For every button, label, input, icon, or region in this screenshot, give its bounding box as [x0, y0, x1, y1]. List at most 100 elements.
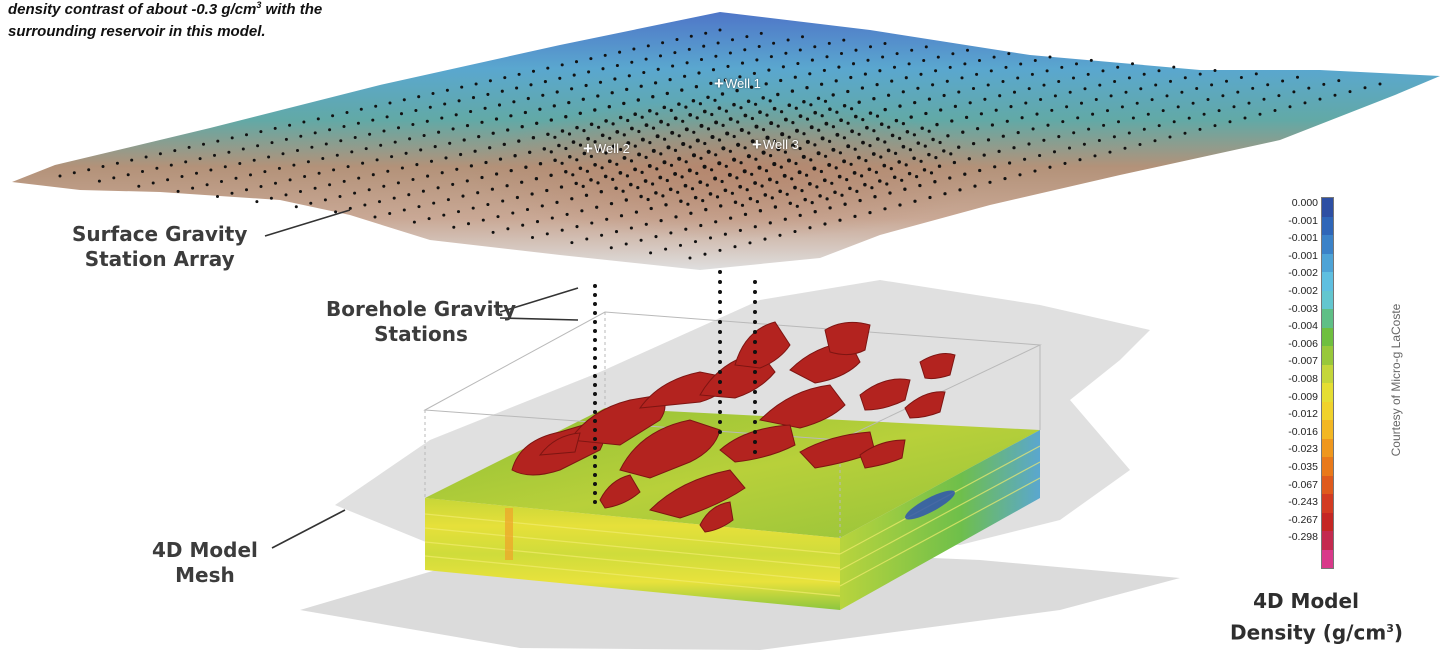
surface-station-dot: [626, 141, 631, 146]
borehole-station-dot: [718, 350, 722, 354]
borehole-station-dot: [593, 437, 597, 441]
surface-station-dot: [1169, 79, 1172, 83]
surface-station-dot: [284, 193, 288, 197]
surface-station-dot: [636, 98, 640, 102]
surface-station-dot: [708, 192, 713, 196]
surface-station-dot: [582, 129, 586, 133]
surface-station-dot: [1142, 127, 1146, 131]
surface-station-dot: [802, 132, 806, 136]
surface-station-dot: [390, 155, 394, 159]
surface-station-dot: [277, 166, 281, 170]
surface-station-dot: [220, 180, 223, 183]
surface-station-dot: [794, 161, 798, 166]
surface-station-dot: [1176, 105, 1180, 109]
surface-station-dot: [97, 179, 101, 183]
surface-station-dot: [767, 68, 771, 72]
surface-station-dot: [1019, 62, 1023, 66]
surface-station-dot: [530, 235, 535, 240]
surface-station-dot: [614, 186, 618, 190]
surface-station-dot: [195, 171, 198, 175]
surface-station-dot: [749, 85, 754, 89]
surface-station-dot: [440, 116, 444, 120]
colorbar-cell: [1322, 216, 1333, 235]
surface-station-dot: [422, 133, 426, 138]
surface-station-dot: [1087, 127, 1091, 131]
surface-station-dot: [666, 123, 670, 127]
density-colorbar: [1321, 197, 1334, 569]
surface-station-dot: [948, 176, 952, 180]
surface-station-dot: [750, 116, 755, 121]
surface-station-dot: [699, 223, 703, 228]
surface-station-dot: [805, 173, 809, 177]
surface-station-dot: [1288, 105, 1292, 109]
surface-station-dot: [658, 175, 663, 180]
surface-station-dot: [809, 158, 813, 162]
surface-station-dot: [689, 211, 693, 215]
borehole-station-dot: [753, 290, 757, 294]
surface-station-dot: [915, 175, 919, 179]
surface-station-dot: [651, 95, 655, 99]
surface-station-dot: [471, 96, 476, 100]
surface-station-dot: [357, 176, 361, 180]
surface-station-dot: [611, 177, 615, 181]
surface-station-dot: [886, 93, 891, 97]
surface-station-dot: [735, 176, 739, 180]
borehole-station-dot: [593, 410, 597, 414]
surface-station-dot: [655, 167, 659, 171]
surface-station-dot: [912, 156, 916, 161]
surface-station-dot: [633, 144, 637, 148]
surface-station-dot: [687, 47, 691, 51]
surface-station-dot: [483, 106, 487, 110]
surface-station-dot: [927, 152, 931, 157]
surface-station-dot: [1053, 94, 1057, 98]
surface-station-dot: [454, 113, 458, 117]
surface-station-dot: [761, 150, 766, 155]
surface-station-dot: [895, 52, 899, 56]
surface-station-dot: [853, 147, 857, 151]
surface-station-dot: [942, 93, 946, 98]
surface-station-dot: [838, 218, 842, 222]
surface-station-dot: [885, 182, 889, 186]
surface-station-dot: [783, 150, 788, 154]
surface-station-dot: [274, 181, 277, 185]
surface-station-dot: [1050, 108, 1054, 112]
surface-station-dot: [553, 158, 557, 163]
surface-station-dot: [782, 173, 787, 178]
surface-station-dot: [1348, 90, 1352, 94]
surface-station-dot: [732, 134, 736, 139]
surface-station-dot: [1378, 82, 1382, 86]
surface-station-dot: [629, 159, 634, 163]
surface-station-dot: [691, 153, 697, 158]
surface-station-dot: [1307, 86, 1311, 90]
surface-station-dot: [740, 203, 745, 207]
legend-tick-label: -0.006: [1288, 337, 1318, 350]
surface-station-dot: [230, 136, 234, 140]
borehole-station-dot: [753, 390, 757, 394]
borehole-station-dot: [593, 347, 597, 351]
surface-station-dot: [477, 135, 481, 139]
surface-station-dot: [689, 34, 693, 38]
borehole-station-dot: [718, 280, 722, 284]
surface-station-dot: [800, 189, 804, 193]
surface-station-dot: [1003, 177, 1007, 181]
surface-station-dot: [608, 136, 612, 140]
surface-station-dot: [845, 178, 849, 182]
surface-station-dot: [313, 186, 317, 190]
surface-station-dot: [649, 251, 653, 255]
surface-station-dot: [798, 213, 802, 218]
surface-station-dot: [743, 146, 747, 150]
surface-station-dot: [611, 122, 615, 126]
borehole-station-dot: [753, 450, 757, 454]
surface-station-dot: [703, 252, 707, 256]
surface-station-dot: [565, 212, 569, 216]
surface-station-dot: [545, 188, 549, 193]
surface-station-dot: [776, 92, 780, 97]
surface-station-dot: [659, 152, 663, 156]
caption-line-2: surrounding reservoir in this model.: [8, 23, 266, 40]
surface-station-dot: [144, 155, 148, 159]
surface-station-dot: [701, 199, 705, 203]
surface-station-dot: [431, 91, 435, 96]
surface-station-dot: [695, 116, 699, 120]
surface-station-dot: [402, 98, 406, 102]
surface-station-dot: [639, 194, 643, 199]
